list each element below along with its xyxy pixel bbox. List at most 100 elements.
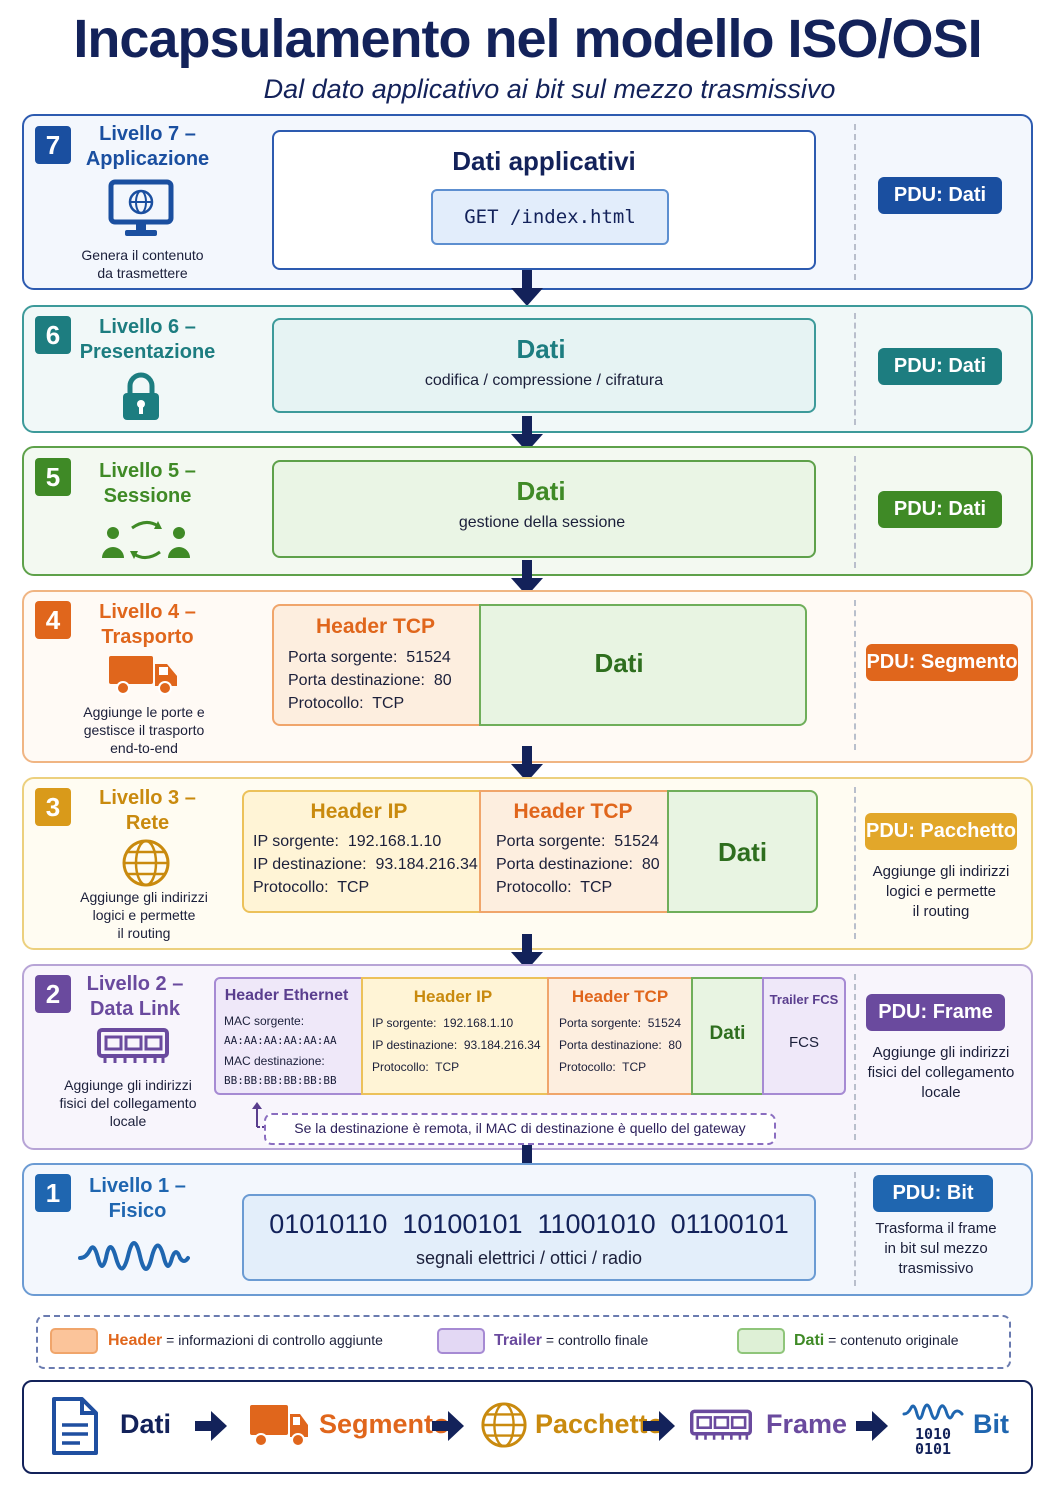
layer-6-box-title: Dati	[516, 334, 566, 364]
right-arrow-icon	[195, 1411, 227, 1441]
layer-5-badge: 5	[35, 458, 71, 496]
layer-7-box-title: Dati applicativi	[452, 146, 636, 176]
legend-trailer-swatch	[437, 1328, 485, 1354]
layer-4-data-label: Dati	[594, 648, 644, 678]
layer-3-pdu: PDU: Pacchetto	[865, 813, 1017, 850]
layer-2-pdu-description: Aggiunge gli indirizzi fisici del colleg…	[867, 1044, 1015, 1101]
layer-5-data-box	[272, 460, 816, 558]
layer-5-pdu: PDU: Dati	[878, 491, 1002, 528]
layer-2-data-label: Dati	[709, 1023, 746, 1044]
layer-1-pdu: PDU: Bit	[873, 1175, 993, 1212]
layer-4-tcp-fields: Porta sorgente: 51524 Porta destinazione…	[288, 649, 452, 712]
flow-summary	[22, 1380, 1033, 1474]
layer-3-data-cell	[667, 790, 818, 913]
layer-2-badge: 2	[35, 975, 71, 1013]
right-arrow-icon	[856, 1411, 888, 1441]
truck-icon	[109, 656, 177, 695]
right-arrow-icon	[643, 1411, 675, 1441]
document-icon	[52, 1397, 98, 1455]
layer-4-data-cell	[479, 604, 807, 726]
flow-step-frame: Frame	[766, 1409, 848, 1439]
layer-1-bits-box	[242, 1194, 816, 1281]
layer-2-ethernet-fields: MAC sorgente: AA:AA:AA:AA:AA:AA MAC dest…	[224, 1014, 337, 1087]
layer-3-name: Livello 3 – Rete	[99, 787, 196, 834]
layer-7-name: Livello 7 – Applicazione	[85, 123, 210, 170]
layer-5-box-title: Dati	[516, 476, 566, 506]
layer-2-ethernet-title: Header Ethernet	[224, 987, 349, 1004]
layer-5-divider	[854, 456, 856, 568]
layer-2-ip-header	[361, 977, 549, 1095]
layer-7-description: Genera il contenuto da trasmettere	[81, 247, 204, 281]
down-arrow-icon	[511, 934, 543, 970]
layer-6-data-box	[272, 318, 816, 413]
layer-1-divider	[854, 1172, 856, 1286]
layer-4-name: Livello 4 – Trasporto	[99, 601, 196, 648]
layer-2-pdu: PDU: Frame	[866, 994, 1005, 1031]
layer-2-gateway-note	[264, 1113, 776, 1145]
layer-2-ethernet-header	[214, 977, 363, 1095]
layer-7-pdu: PDU: Dati	[878, 177, 1002, 214]
layer-2-description: Aggiunge gli indirizzi fisici del colleg…	[59, 1077, 197, 1129]
layer-4-description: Aggiunge le porte e gestisce il trasport…	[83, 704, 205, 756]
down-arrow-icon	[511, 416, 543, 452]
layer-4-divider	[854, 600, 856, 750]
layer-3-pdu-description: Aggiunge gli indirizzi logici e permette…	[872, 863, 1010, 920]
layer-4-pdu: PDU: Segmento	[866, 644, 1018, 681]
legend-data-swatch	[737, 1328, 785, 1354]
layer-6-divider	[854, 313, 856, 425]
flow-step-pacchetto: Pacchetto	[535, 1409, 665, 1439]
layer-6-pdu: PDU: Dati	[878, 348, 1002, 385]
layer-7-badge: 7	[35, 126, 71, 164]
lock-icon	[123, 372, 159, 420]
layer-2-tcp-title: Header TCP	[571, 987, 669, 1006]
network-card-icon	[97, 1028, 169, 1063]
layer-3-ip-header	[242, 790, 481, 913]
layer-6-name: Livello 6 – Presentazione	[79, 316, 216, 363]
layer-7-code-box	[431, 189, 669, 245]
right-arrow-icon	[432, 1411, 464, 1441]
wave-icon	[902, 1403, 964, 1420]
layer-3-badge: 3	[35, 788, 71, 826]
layer-3-ip-title: Header IP	[310, 800, 408, 823]
layer-6-badge: 6	[35, 316, 71, 354]
down-arrow-icon	[511, 270, 543, 306]
layer-4-tcp-title: Header TCP	[315, 615, 436, 638]
legend-data-entry: Dati = contenuto originale	[794, 1332, 959, 1349]
monitor-globe-icon	[108, 179, 174, 236]
layer-2-trailer-title: Trailer FCS	[769, 992, 839, 1007]
page-subtitle: Dal dato applicativo ai bit sul mezzo tr…	[263, 74, 836, 104]
down-arrow-icon	[511, 560, 543, 596]
layer-2-gateway-note-text: Se la destinazione è remota, il MAC di d…	[294, 1120, 746, 1136]
layer-4-badge: 4	[35, 601, 71, 639]
layer-5-box-subtitle: gestione della sessione	[458, 514, 626, 531]
layer-2-ip-title: Header IP	[413, 987, 493, 1006]
layer-3-tcp-fields: Porta sorgente: 51524 Porta destinazione…	[496, 833, 660, 896]
network-card-icon	[690, 1409, 752, 1440]
layer-3-ip-fields: IP sorgente: 192.168.1.10 IP destinazion…	[253, 833, 478, 896]
layer-1-badge: 1	[35, 1174, 71, 1212]
legend-trailer-entry: Trailer = controllo finale	[494, 1332, 649, 1349]
legend	[36, 1315, 1011, 1369]
layer-2-name: Livello 2 – Data Link	[86, 973, 184, 1020]
layer-5-name: Livello 5 – Sessione	[99, 460, 196, 507]
users-sync-icon	[102, 521, 190, 559]
flow-bit-digits: 1010 0101	[914, 1425, 952, 1458]
layer-3-divider	[854, 787, 856, 939]
layer-7-code: GET /index.html	[464, 206, 636, 228]
legend-header-entry: Header = informazioni di controllo aggiu…	[108, 1332, 383, 1349]
flow-step-bit: Bit	[973, 1409, 1009, 1439]
layer-2-ip-fields: IP sorgente: 192.168.1.10 IP destinazion…	[372, 1016, 541, 1074]
layer-4-tcp-header	[272, 604, 481, 726]
layer-6-box-subtitle: codifica / compressione / cifratura	[424, 372, 664, 389]
legend-header-swatch	[50, 1328, 98, 1354]
layer-3-tcp-title: Header TCP	[513, 800, 633, 823]
layer-2-trailer	[762, 977, 846, 1095]
down-arrow-icon	[511, 746, 543, 782]
layer-2-data-cell	[691, 977, 764, 1095]
layer-3-data-label: Dati	[717, 837, 768, 867]
wave-icon	[78, 1241, 190, 1271]
layer-2-tcp-header	[547, 977, 693, 1095]
layer-2-divider	[854, 974, 856, 1140]
layer-3-description: Aggiunge gli indirizzi logici e permette…	[80, 889, 208, 941]
globe-icon	[122, 839, 170, 887]
